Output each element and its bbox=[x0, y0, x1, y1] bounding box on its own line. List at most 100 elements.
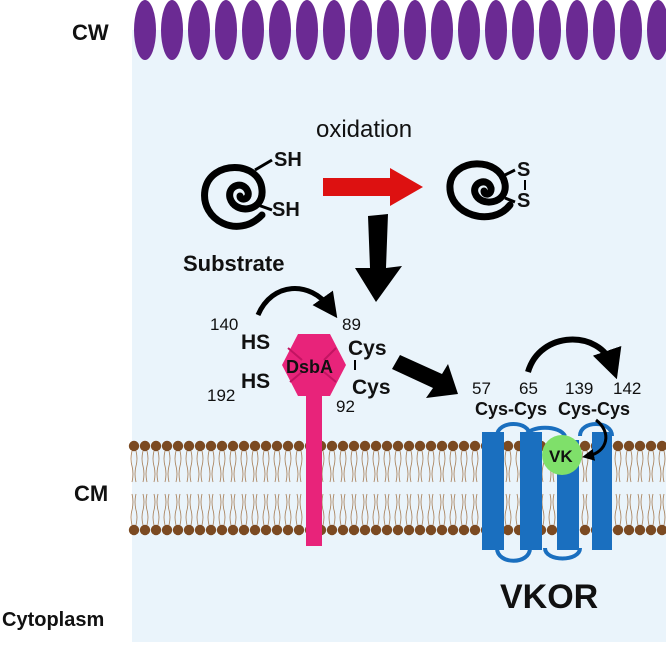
lipid-head bbox=[436, 440, 448, 452]
lipid-head bbox=[128, 440, 140, 452]
lipid-tail bbox=[361, 493, 369, 526]
residue-89: 89 bbox=[342, 315, 361, 334]
cys-bottom: Cys bbox=[352, 376, 391, 399]
lipid-tail bbox=[416, 493, 424, 526]
sh-top: SH bbox=[274, 149, 302, 171]
residue-65: 65 bbox=[519, 379, 538, 398]
cell-wall bbox=[134, 0, 666, 60]
lipid-tail bbox=[218, 450, 226, 483]
lipid-tail bbox=[240, 450, 248, 483]
lipid-head bbox=[469, 440, 481, 452]
lipid-head bbox=[458, 440, 470, 452]
lipid-tail bbox=[152, 450, 160, 483]
s-bottom: S bbox=[517, 190, 530, 212]
lipid-tail bbox=[262, 493, 270, 526]
lipid-head bbox=[150, 524, 162, 536]
vkor-curved-arrow bbox=[525, 336, 622, 380]
transfer-arrow-to-vkor bbox=[392, 355, 458, 398]
lipid-head bbox=[337, 524, 349, 536]
lipid-tail bbox=[449, 450, 457, 483]
lipid-tail bbox=[207, 450, 215, 483]
cytoplasm-label: Cytoplasm bbox=[2, 609, 104, 631]
hs-top: HS bbox=[241, 331, 270, 354]
lipid-tail bbox=[141, 450, 149, 483]
lipid-head bbox=[370, 524, 382, 536]
lipid-tail bbox=[339, 493, 347, 526]
lipid-tail bbox=[207, 493, 215, 526]
lipid-tail bbox=[647, 493, 655, 526]
oxidation-arrow bbox=[323, 168, 423, 206]
lipid-head bbox=[326, 440, 338, 452]
substrate-oxidized: S S bbox=[446, 159, 530, 221]
lipid-tail bbox=[647, 450, 655, 483]
cell-wall-unit bbox=[458, 0, 480, 60]
dsba-head bbox=[282, 334, 346, 396]
cys-top: Cys bbox=[348, 337, 387, 360]
lipid-tail bbox=[273, 450, 281, 483]
lipid-tail bbox=[636, 450, 644, 483]
lipid-tail bbox=[284, 493, 292, 526]
lipid-head bbox=[205, 524, 217, 536]
lipid-tail bbox=[328, 450, 336, 483]
substrate-label: Substrate bbox=[183, 251, 284, 276]
vkor-protein: VK VKOR bbox=[482, 418, 614, 616]
dsba-protein: DsbA bbox=[282, 334, 346, 546]
cm-label: CM bbox=[74, 481, 108, 506]
lipid-tail bbox=[614, 450, 622, 483]
lipid-head bbox=[392, 524, 404, 536]
lipid-tail bbox=[372, 493, 380, 526]
lipid-tail bbox=[614, 493, 622, 526]
lipid-head bbox=[282, 524, 294, 536]
lipid-head bbox=[458, 524, 470, 536]
vkor-label: VKOR bbox=[500, 578, 598, 616]
lipid-head bbox=[612, 524, 624, 536]
lipid-head bbox=[381, 440, 393, 452]
cell-wall-unit bbox=[296, 0, 318, 60]
lipid-tail bbox=[658, 450, 666, 483]
lipid-head bbox=[403, 524, 415, 536]
lipid-head bbox=[172, 524, 184, 536]
lipid-head bbox=[194, 440, 206, 452]
lipid-head bbox=[414, 524, 426, 536]
cell-wall-unit bbox=[512, 0, 534, 60]
lipid-tail bbox=[449, 493, 457, 526]
lipid-tail bbox=[163, 493, 171, 526]
vkor-cys-pair-1: Cys-Cys bbox=[475, 399, 547, 419]
transfer-arrow-down bbox=[355, 214, 402, 302]
lipid-tail bbox=[350, 450, 358, 483]
lipid-tail bbox=[427, 450, 435, 483]
residue-92: 92 bbox=[336, 397, 355, 416]
lipid-tail bbox=[185, 493, 193, 526]
lipid-head bbox=[128, 524, 140, 536]
lipid-tail bbox=[471, 450, 479, 483]
lipid-head bbox=[656, 440, 666, 452]
lipid-head bbox=[634, 440, 646, 452]
lipid-head bbox=[579, 524, 591, 536]
lipid-tail bbox=[141, 493, 149, 526]
lipid-head bbox=[260, 524, 272, 536]
vkor-cys-pair-2: Cys-Cys bbox=[558, 399, 630, 419]
cell-wall-unit bbox=[161, 0, 183, 60]
lipid-head bbox=[348, 524, 360, 536]
lipid-head bbox=[161, 440, 173, 452]
lipid-tail bbox=[460, 450, 468, 483]
cell-wall-unit bbox=[647, 0, 666, 60]
lipid-head bbox=[183, 524, 195, 536]
lipid-head bbox=[447, 440, 459, 452]
lipid-tail bbox=[130, 493, 138, 526]
lipid-tail bbox=[383, 493, 391, 526]
substrate-reduced: SH SH Substrate bbox=[183, 149, 302, 276]
cell-wall-unit bbox=[269, 0, 291, 60]
lipid-tail bbox=[658, 493, 666, 526]
lipid-head bbox=[293, 524, 305, 536]
lipid-tail bbox=[229, 493, 237, 526]
lipid-tail bbox=[405, 493, 413, 526]
lipid-tail bbox=[295, 450, 303, 483]
lipid-head bbox=[139, 524, 151, 536]
oxidation-label: oxidation bbox=[316, 116, 412, 143]
lipid-tail bbox=[625, 493, 633, 526]
lipid-tail bbox=[284, 450, 292, 483]
lipid-tail bbox=[251, 450, 259, 483]
